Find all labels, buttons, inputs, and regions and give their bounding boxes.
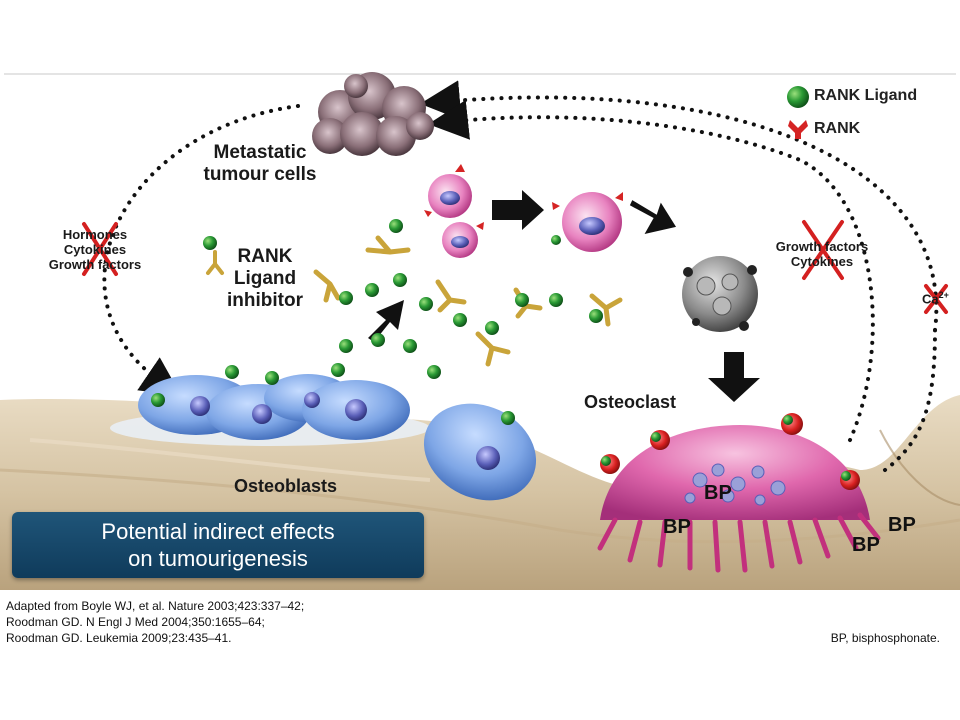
inhibitor-line-3: inhibitor xyxy=(227,289,303,311)
fused-osteoclast xyxy=(682,256,758,332)
calcium-charge: 2+ xyxy=(938,290,949,300)
legend-icons xyxy=(787,86,809,139)
right-factor-growth-factors: Growth factors xyxy=(775,239,869,254)
calcium-label: Ca2+ xyxy=(922,290,958,307)
left-factor-hormones: Hormones xyxy=(62,227,128,242)
osteoclast-label: Osteoclast xyxy=(584,392,677,412)
bp-label-4: BP xyxy=(852,534,880,556)
left-factors-label: Hormones Cytokines Growth factors xyxy=(30,227,160,273)
panel-line-2: on tumourigenesis xyxy=(128,546,308,571)
metastatic-label: Metastatic tumour cells xyxy=(180,142,340,186)
inhibitor-label: RANK Ligand inhibitor xyxy=(210,246,320,312)
antibody-marks xyxy=(206,235,623,367)
right-factor-cytokines: Cytokines xyxy=(790,253,854,269)
bp-footnote: BP, bisphosphonate. xyxy=(830,631,940,645)
metastatic-line-2: tumour cells xyxy=(203,163,317,185)
bp-label-2: BP xyxy=(663,516,691,538)
bp-label-3: BP xyxy=(888,514,916,536)
panel-line-1: Potential indirect effects xyxy=(101,518,335,544)
calcium-symbol: Ca xyxy=(922,291,939,307)
blocked-x-marks xyxy=(82,220,948,314)
metastatic-line-1: Metastatic xyxy=(213,142,307,163)
legend-rank-label: RANK xyxy=(814,120,861,137)
references: Adapted from Boyle WJ, et al. Nature 200… xyxy=(6,598,304,647)
right-factors-label: Growth factors Cytokines xyxy=(760,239,884,270)
tumour-cells xyxy=(312,72,434,156)
bp-label-1: BP xyxy=(704,482,732,504)
osteoblasts-cells xyxy=(110,374,537,501)
pre-osteoclast-cells xyxy=(424,164,623,258)
osteoclast-cell xyxy=(597,425,881,573)
inhibitor-line-1: RANK xyxy=(237,246,293,267)
inhibitor-line-2: Ligand xyxy=(233,267,297,289)
legend-rank: RANK xyxy=(814,120,860,138)
flow-arrows xyxy=(368,190,760,402)
reference-1: Adapted from Boyle WJ, et al. Nature 200… xyxy=(6,599,305,613)
left-factor-growth-factors: Growth factors xyxy=(48,256,142,272)
legend-rank-ligand: RANK Ligand xyxy=(814,87,917,105)
rank-ligand-dots xyxy=(151,219,603,425)
reference-2: Roodman GD. N Engl J Med 2004;350:1655–6… xyxy=(6,615,265,630)
indirect-effects-panel: Potential indirect effects on tumourigen… xyxy=(12,512,424,578)
legend-rank-ligand-label: RANK Ligand xyxy=(814,87,918,104)
rank-bound-ligand-marks xyxy=(600,413,860,490)
left-factor-cytokines: Cytokines xyxy=(63,241,127,257)
reference-3: Roodman GD. Leukemia 2009;23:435–41. xyxy=(6,631,232,646)
osteoblasts-label: Osteoblasts xyxy=(234,476,338,496)
